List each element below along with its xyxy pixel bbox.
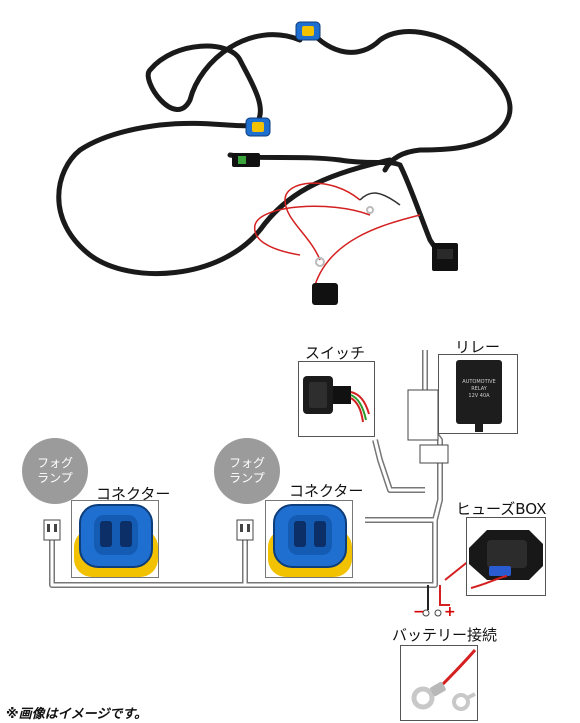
plus-label: +	[444, 604, 456, 620]
relay-photo: AUTOMOTIVE RELAY 12V 40A	[438, 354, 518, 434]
connector-left-icon	[74, 504, 158, 577]
right-plug-icon	[236, 519, 254, 541]
connector-right-icon	[268, 504, 352, 577]
connector-left-label: コネクター	[96, 485, 171, 503]
battery-terminal-icon	[422, 609, 442, 617]
fuse-box-label: ヒューズBOX	[456, 500, 547, 518]
relay-text: AUTOMOTIVE RELAY 12V 40A	[461, 379, 497, 400]
photo-relay-icon	[432, 243, 458, 271]
fuse-box-photo	[466, 517, 546, 596]
fog-lamp-right-line2: ランプ	[229, 471, 265, 485]
relay-text-line2: RELAY	[471, 386, 487, 392]
relay-text-line3: 12V 40A	[468, 393, 490, 399]
battery-photo	[400, 645, 478, 721]
left-plug-icon	[43, 519, 61, 541]
connector-right-photo	[265, 500, 353, 578]
relay-tab	[475, 422, 483, 432]
fog-lamp-left-badge: フォグ ランプ	[22, 438, 88, 504]
photo-fuse-icon	[312, 283, 338, 305]
disclaimer-note: ※画像はイメージです。	[6, 707, 148, 722]
photo-connector-top-icon	[295, 21, 321, 41]
battery-label: バッテリー接続	[392, 626, 498, 644]
relay-socket-icon	[407, 389, 449, 464]
relay-label: リレー	[455, 338, 501, 356]
switch-photo	[298, 361, 375, 437]
connector-right-label: コネクター	[289, 482, 364, 500]
fog-lamp-right-line1: フォグ	[228, 456, 265, 470]
battery-terminal-photo-icon	[411, 649, 477, 711]
fuse-box-icon	[469, 530, 543, 589]
fog-lamp-left-line2: ランプ	[37, 471, 73, 485]
photo-switch-connector-icon	[232, 153, 260, 167]
relay-body	[456, 360, 502, 424]
connector-left-photo	[71, 500, 159, 578]
relay-text-line1: AUTOMOTIVE	[462, 379, 496, 385]
minus-label: −	[413, 604, 425, 620]
photo-connector-mid-icon	[245, 117, 271, 137]
switch-label: スイッチ	[305, 344, 366, 362]
fog-lamp-left-line1: フォグ	[36, 456, 73, 470]
wiring-diagram	[43, 350, 491, 617]
fog-lamp-right-badge: フォグ ランプ	[214, 438, 280, 504]
harness-photo	[56, 21, 513, 305]
switch-icon	[303, 376, 370, 423]
